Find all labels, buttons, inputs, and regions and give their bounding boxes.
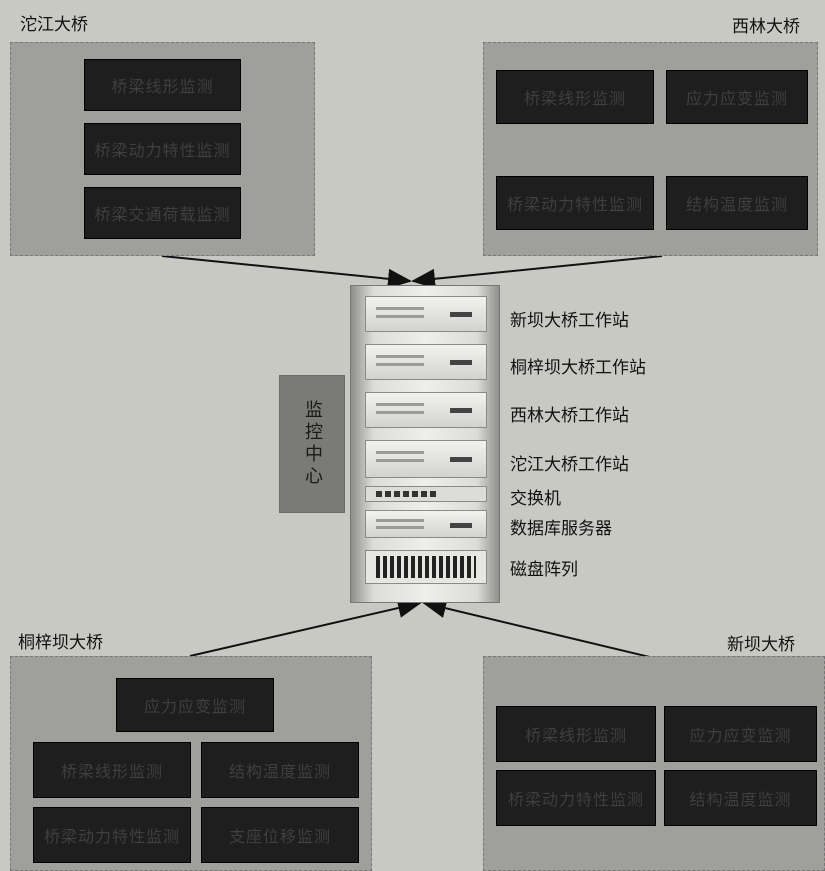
module-tongzibaa-5: 支座位移监测 [201,807,359,863]
rack-unit-tongzibaa [365,344,487,380]
bridge-panel-xinba: 桥梁线形监测 应力应变监测 桥梁动力特性监测 结构温度监测 [483,656,825,871]
bridge-name-tuojiang: 沱江大桥 [20,15,88,35]
module-tongzibaa-4: 桥梁动力特性监测 [33,807,191,863]
rack-label-4: 沱江大桥工作站 [510,455,629,475]
rack-label-1: 新坝大桥工作站 [510,311,629,331]
rack-database-server [365,510,487,538]
arrow-xilin [411,255,663,289]
bridge-name-xinba: 新坝大桥 [727,635,795,655]
rack-label-5: 交换机 [510,489,561,509]
rack-label-2: 桐梓坝大桥工作站 [510,358,646,378]
bridge-panel-xilin: 桥梁线形监测 应力应变监测 桥梁动力特性监测 结构温度监测 [483,42,818,256]
module-tongzibaa-1: 应力应变监测 [116,678,274,732]
bridge-name-tongzibaa: 桐梓坝大桥 [18,633,103,653]
module-tongzibaa-3: 结构温度监测 [201,742,359,798]
rack-label-7: 磁盘阵列 [510,560,578,580]
rack-unit-tuojiang [365,440,487,478]
bridge-name-xilin: 西林大桥 [732,17,800,37]
module-xilin-1: 桥梁线形监测 [496,70,654,124]
rack-switch [365,486,487,502]
module-xilin-4: 结构温度监测 [666,176,808,230]
arrow-tongzibaa [189,598,422,657]
monitoring-center-label: 监控中心 [302,400,323,488]
module-xinba-3: 桥梁动力特性监测 [496,770,656,826]
module-xinba-1: 桥梁线形监测 [496,706,656,762]
bridge-panel-tuojiang: 桥梁线形监测 桥梁动力特性监测 桥梁交通荷载监测 [10,42,315,256]
monitoring-center: 监控中心 [279,375,345,513]
rack-unit-xinba [365,296,487,332]
module-xilin-3: 桥梁动力特性监测 [496,176,654,230]
rack-unit-xilin [365,392,487,428]
module-xinba-2: 应力应变监测 [664,706,817,762]
module-xilin-2: 应力应变监测 [666,70,808,124]
module-tongzibaa-2: 桥梁线形监测 [33,742,191,798]
rack-disk-array [365,550,487,584]
bridge-panel-tongzibaa: 应力应变监测 桥梁线形监测 结构温度监测 桥梁动力特性监测 支座位移监测 [10,656,372,871]
rack-label-6: 数据库服务器 [510,519,612,539]
module-xinba-4: 结构温度监测 [664,770,817,826]
module-tuojiang-3: 桥梁交通荷载监测 [84,187,241,239]
rack-label-3: 西林大桥工作站 [510,406,629,426]
server-rack [350,285,500,603]
arrow-tuojiang [161,255,412,289]
arrow-xinba [422,598,663,661]
module-tuojiang-2: 桥梁动力特性监测 [84,123,241,175]
module-tuojiang-1: 桥梁线形监测 [84,59,241,111]
